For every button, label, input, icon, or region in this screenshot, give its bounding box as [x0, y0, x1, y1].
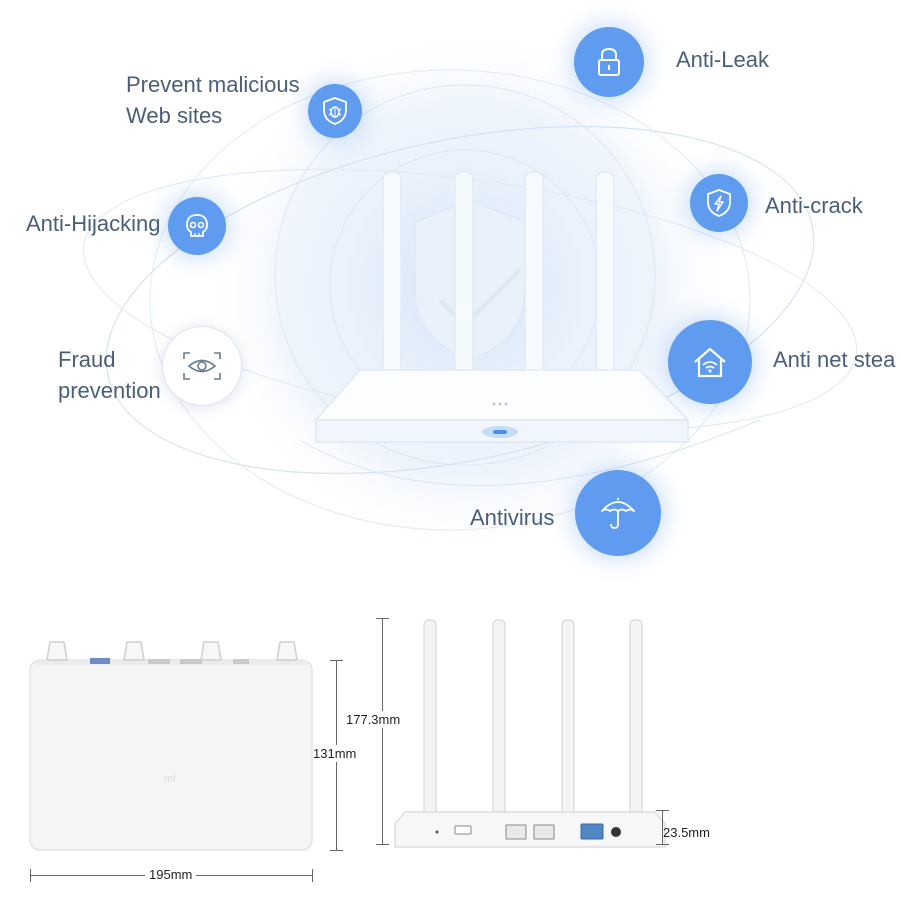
- router-top-view: mi: [29, 641, 313, 851]
- router-rear-view: [394, 619, 666, 848]
- antenna-3: [524, 171, 544, 378]
- antivirus-label: Antivirus: [470, 505, 555, 530]
- body-height-dim-tick-bottom: [656, 844, 669, 845]
- depth-dimension: 131mm: [313, 745, 357, 762]
- status-led: [493, 430, 507, 434]
- depth-dim-tick-bottom: [330, 850, 343, 851]
- height-dim-tick-top: [376, 618, 389, 619]
- security-feature-diagram: Prevent malicious Web sites Anti-Leak An…: [26, 25, 896, 556]
- router-top: [314, 369, 690, 421]
- depth-dim-tick-top: [330, 660, 343, 661]
- skull-icon: [168, 197, 226, 255]
- umbrella-icon: [575, 470, 661, 556]
- anti-crack-label: Anti-crack: [765, 193, 863, 218]
- body-height-dimension: 23.5mm: [663, 825, 710, 840]
- antenna-2: [454, 171, 474, 378]
- width-dimension: 195mm: [145, 867, 197, 882]
- anti-net-steal-label: Anti net stea: [773, 347, 896, 372]
- fraud-prevention-line2: prevention: [58, 378, 161, 403]
- prevent-malicious-line2: Web sites: [126, 103, 223, 128]
- lock-icon: [574, 27, 644, 97]
- body-height-dim-tick-top: [656, 810, 669, 811]
- height-dim-line: [382, 618, 383, 844]
- bug-shield-icon: [308, 84, 362, 138]
- width-dim-tick-right: [312, 869, 313, 882]
- prevent-malicious-label: Prevent malicious Web sites: [126, 69, 300, 131]
- antenna-1: [382, 171, 402, 378]
- height-dim-tick-bottom: [376, 844, 389, 845]
- body-height-dim-line: [662, 810, 663, 844]
- svg-text:mi: mi: [164, 773, 176, 785]
- fraud-prevention-line1: Fraud: [58, 347, 116, 372]
- antenna-4: [595, 171, 615, 378]
- height-dimension: 177.3mm: [346, 711, 401, 728]
- anti-leak-label: Anti-Leak: [676, 47, 769, 72]
- width-dim-tick-left: [30, 869, 31, 882]
- lightning-shield-icon: [690, 174, 748, 232]
- fraud-prevention-label: Fraud prevention: [58, 344, 161, 406]
- anti-hijacking-label: Anti-Hijacking: [26, 211, 161, 236]
- rear-view-panel: 177.3mm 23.5mm: [346, 592, 900, 919]
- eye-icon: [162, 326, 242, 406]
- wifi-house-icon: [668, 320, 752, 404]
- router-illustration: [314, 171, 690, 443]
- top-view-panel: mi 131mm 195mm: [0, 592, 370, 919]
- prevent-malicious-line1: Prevent malicious: [126, 72, 300, 97]
